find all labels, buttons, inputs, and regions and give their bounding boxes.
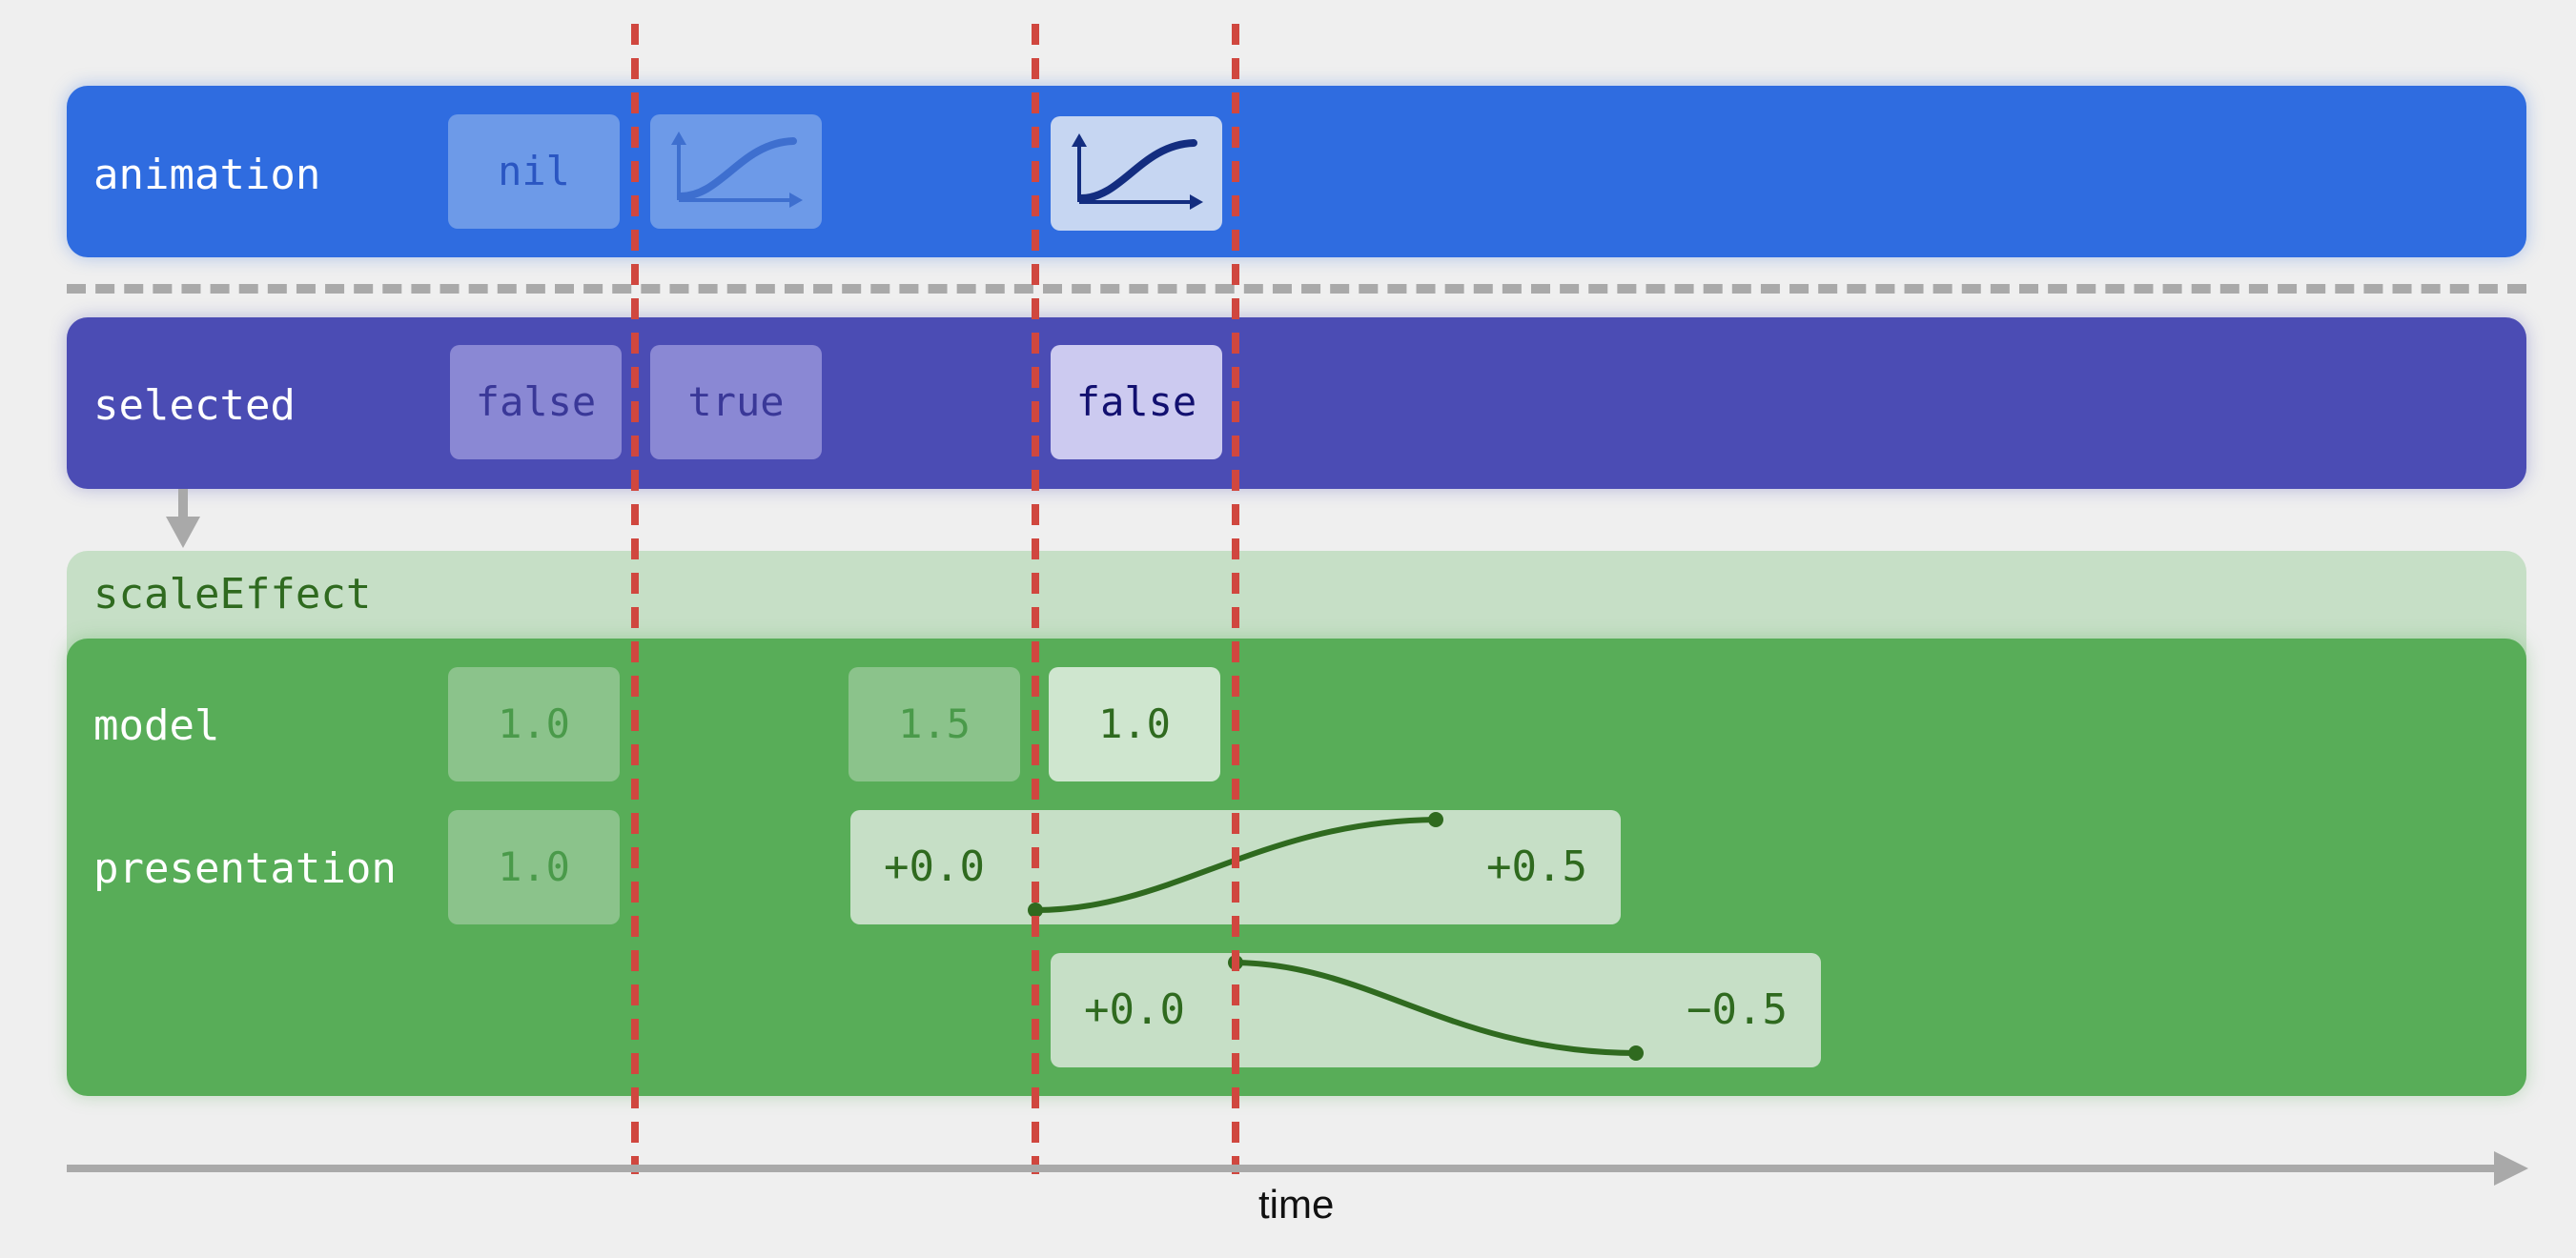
- model-value-3: 1.0: [1049, 667, 1220, 781]
- animation-nil-value: nil: [448, 114, 620, 229]
- transition-down-start: +0.0: [1084, 985, 1185, 1034]
- time-axis-label: time: [1258, 1182, 1335, 1227]
- transition-up-curve: [1034, 817, 1437, 913]
- presentation-label: presentation: [93, 844, 397, 893]
- ease-curve-icon: [1072, 133, 1203, 210]
- animation-label: animation: [93, 151, 321, 199]
- presentation-value: 1.0: [448, 810, 620, 924]
- scale-effect-label: scaleEffect: [93, 570, 372, 619]
- time-axis: [67, 1151, 2528, 1186]
- model-label: model: [93, 701, 220, 750]
- presentation-transition-down: +0.0 −0.5: [1051, 953, 1821, 1067]
- transition-down-end-point: [1628, 1045, 1644, 1061]
- transition-up-end-point: [1428, 812, 1443, 827]
- animation-curve-bright: [1051, 116, 1222, 231]
- ease-curve-icon: [671, 132, 803, 208]
- model-value-1: 1.0: [448, 667, 620, 781]
- transition-down-end: −0.5: [1687, 985, 1788, 1034]
- selected-value-3: false: [1051, 345, 1222, 459]
- transition-up-start: +0.0: [884, 842, 985, 891]
- transition-up-end: +0.5: [1486, 842, 1587, 891]
- arrow-down-icon: [166, 489, 200, 548]
- selected-value-2: true: [650, 345, 822, 459]
- animation-curve-dim: [650, 114, 822, 229]
- track-separator: [67, 284, 2526, 294]
- selected-value-1: false: [450, 345, 622, 459]
- transition-down-curve: [1235, 960, 1637, 1056]
- selected-label: selected: [93, 381, 296, 430]
- transition-up-start-point: [1028, 903, 1043, 918]
- model-value-2: 1.5: [848, 667, 1020, 781]
